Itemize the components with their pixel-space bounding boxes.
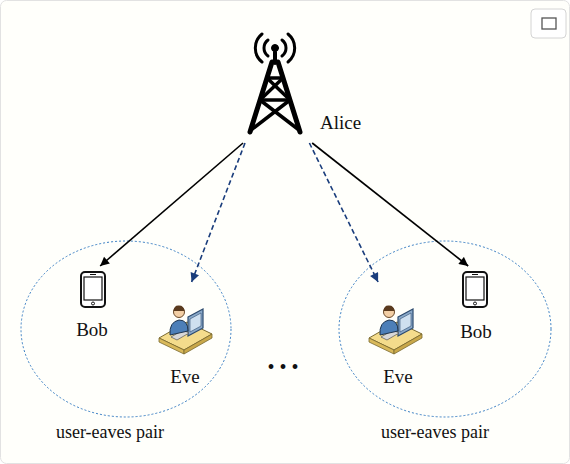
node-label: Eve: [383, 367, 413, 386]
phone-symbol: [463, 272, 487, 307]
user-eaves-pair-group: user-eaves pairBobEve: [20, 240, 232, 418]
node-label: Alice: [320, 113, 361, 132]
phone-symbol: [81, 272, 105, 307]
tower-brace: [251, 100, 290, 130]
eavesdropper: Eve: [158, 282, 214, 386]
eavesdropper-symbol: [369, 305, 422, 354]
legitimate-user: Bob: [72, 266, 114, 338]
group-ellipse: [339, 241, 551, 417]
node-label: user-eaves pair: [381, 423, 489, 441]
icon-button: [531, 9, 566, 38]
group-outline: [20, 240, 232, 418]
node-label: Eve: [170, 367, 200, 386]
eavesdrop-link: [192, 143, 245, 282]
node-label: Bob: [460, 322, 492, 341]
radio-wave: [282, 40, 286, 56]
transmission-link: [312, 143, 468, 266]
eavesdropper: Eve: [368, 282, 424, 386]
group-ellipse: [21, 241, 231, 417]
radio-wave: [264, 40, 268, 56]
user-eaves-pair-group: user-eaves pairEveBob: [338, 240, 552, 418]
radio-wave: [255, 34, 262, 62]
legitimate-user: Bob: [456, 266, 498, 338]
eavesdrop-link: [309, 143, 378, 282]
group-outline: [338, 240, 552, 418]
transmission-link: [100, 143, 243, 266]
tower-brace: [260, 98, 290, 102]
tower-brace: [260, 78, 283, 100]
radio-wave: [288, 34, 295, 62]
icon-glyph: [542, 18, 556, 29]
ellipsis-dots: • • •: [267, 357, 298, 377]
node-label: Bob: [76, 320, 108, 339]
eavesdropper-symbol: [159, 305, 212, 354]
base-station: Alice: [238, 30, 378, 143]
tower-symbol: [250, 34, 300, 132]
node-label: user-eaves pair: [56, 423, 164, 441]
expand-icon: [531, 9, 566, 38]
tower-brace: [260, 100, 299, 130]
